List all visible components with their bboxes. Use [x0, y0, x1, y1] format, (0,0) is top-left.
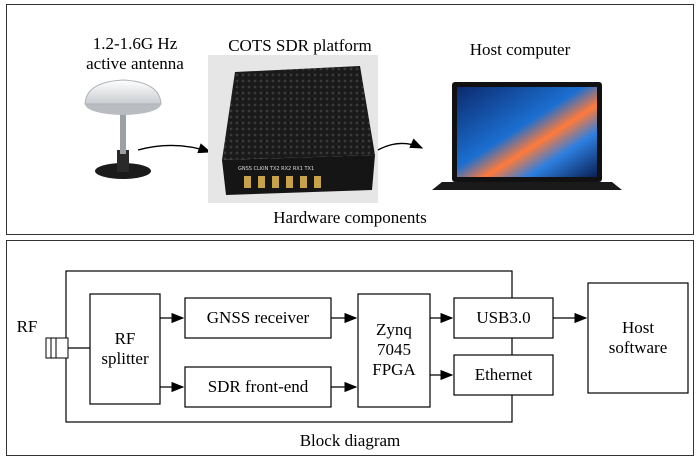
antenna-icon — [84, 79, 162, 179]
host-software-label: Host software — [608, 318, 668, 357]
gnss-receiver-label: GNSS receiver — [206, 308, 310, 327]
antenna-to-sdr-arrow — [137, 143, 212, 154]
sdr-frontend-label: SDR front-end — [207, 377, 309, 396]
laptop-icon — [432, 82, 622, 190]
sdr-port-text: GNSS CLKIN TX2 RX2 RX1 TX1 — [238, 166, 314, 172]
sdr-platform-label: COTS SDR platform — [228, 36, 372, 55]
rf-splitter-box — [89, 293, 161, 405]
sdr-frontend-box — [184, 366, 332, 408]
usb-box — [453, 297, 554, 339]
ethernet-label: Ethernet — [474, 365, 533, 384]
rf-splitter-label: RF splitter — [101, 329, 149, 368]
block-diagram-caption: Block diagram — [299, 431, 401, 450]
hardware-caption: Hardware components — [273, 208, 427, 227]
rf-connector-icon — [45, 337, 90, 359]
sdr-platform-icon: GNSS CLKIN TX2 RX2 RX1 TX1 — [208, 55, 378, 203]
rf-label: RF — [16, 317, 38, 336]
antenna-label: 1.2-1.6G Hz active antenna — [86, 34, 184, 73]
host-software-box — [587, 282, 689, 394]
host-computer-label: Host computer — [469, 40, 571, 59]
sdr-to-host-arrow — [377, 138, 424, 151]
fpga-box — [357, 293, 431, 408]
fpga-label: Zynq 7045 FPGA — [372, 320, 416, 379]
usb-label: USB3.0 — [476, 308, 531, 327]
ethernet-box — [453, 354, 554, 396]
